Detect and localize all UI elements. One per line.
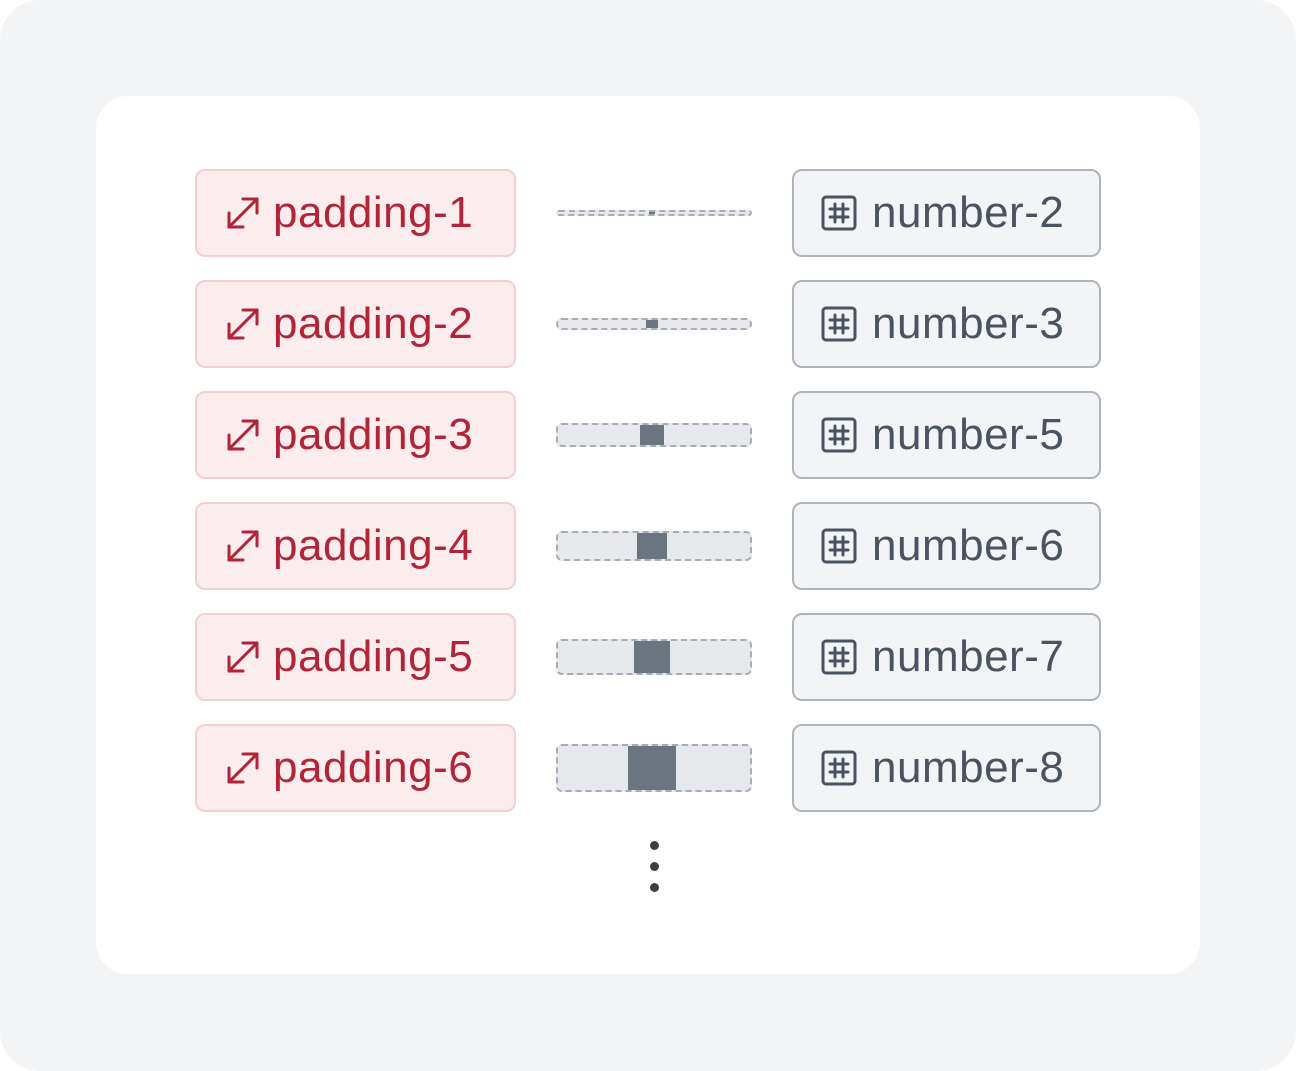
number-token-label: number-3 (872, 299, 1065, 348)
number-token-label: number-6 (872, 521, 1065, 570)
scale-bar (556, 423, 752, 447)
padding-token: padding-3 (195, 391, 516, 479)
scale-bar (556, 639, 752, 675)
mapping-row: padding-6 number-8 (96, 724, 1200, 816)
number-token: number-5 (792, 391, 1101, 479)
scale-bar (556, 210, 752, 216)
mapping-row: padding-2 number-3 (96, 280, 1200, 372)
mapping-row: padding-1 number-2 (96, 169, 1200, 261)
mapping-row: padding-4 number-6 (96, 502, 1200, 594)
expand-arrows-icon (223, 748, 263, 788)
scale-bar-fill (634, 641, 670, 673)
hash-icon (820, 638, 858, 676)
vertical-ellipsis-icon (647, 841, 661, 897)
expand-arrows-icon (223, 304, 263, 344)
scale-bar (556, 744, 752, 792)
number-token: number-2 (792, 169, 1101, 257)
ellipsis-dot (650, 883, 659, 892)
number-token-label: number-7 (872, 632, 1065, 681)
scale-bar-fill (640, 425, 664, 445)
padding-token-label: padding-2 (273, 299, 474, 348)
ellipsis-dot (650, 862, 659, 871)
padding-token-label: padding-4 (273, 521, 474, 570)
padding-token: padding-2 (195, 280, 516, 368)
number-token-label: number-5 (872, 410, 1065, 459)
scale-bar (556, 531, 752, 561)
number-token-label: number-8 (872, 743, 1065, 792)
padding-token-label: padding-1 (273, 188, 474, 237)
number-token: number-7 (792, 613, 1101, 701)
padding-token: padding-5 (195, 613, 516, 701)
hash-icon (820, 194, 858, 232)
padding-token: padding-6 (195, 724, 516, 812)
padding-token: padding-1 (195, 169, 516, 257)
padding-token-label: padding-5 (273, 632, 474, 681)
hash-icon (820, 416, 858, 454)
padding-token: padding-4 (195, 502, 516, 590)
number-token: number-8 (792, 724, 1101, 812)
scale-bar-fill (628, 746, 676, 790)
expand-arrows-icon (223, 415, 263, 455)
number-token: number-6 (792, 502, 1101, 590)
scale-bar-fill (637, 533, 667, 559)
expand-arrows-icon (223, 637, 263, 677)
hash-icon (820, 305, 858, 343)
padding-token-label: padding-6 (273, 743, 474, 792)
padding-token-label: padding-3 (273, 410, 474, 459)
scale-bar (556, 318, 752, 330)
mapping-row: padding-3 number-5 (96, 391, 1200, 483)
number-token-label: number-2 (872, 188, 1065, 237)
mapping-row: padding-5 number-7 (96, 613, 1200, 705)
hash-icon (820, 749, 858, 787)
expand-arrows-icon (223, 526, 263, 566)
number-token: number-3 (792, 280, 1101, 368)
hash-icon (820, 527, 858, 565)
expand-arrows-icon (223, 193, 263, 233)
scale-bar-fill (649, 212, 655, 214)
scale-bar-fill (646, 320, 658, 328)
ellipsis-dot (650, 841, 659, 850)
